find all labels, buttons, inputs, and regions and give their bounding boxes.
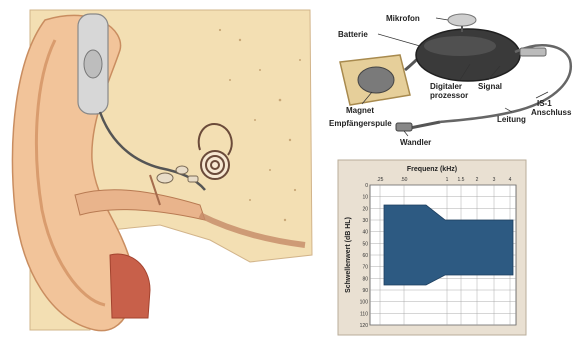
x-tick-label: 1 (446, 177, 449, 183)
label-is1: IS-1 (537, 99, 552, 108)
x-tick-label: 2 (476, 177, 479, 183)
y-tick-label: 60 (362, 253, 368, 259)
y-tick-label: 110 (360, 311, 368, 317)
magnet (358, 67, 394, 93)
label-signal: Signal (478, 82, 502, 91)
label-mikrofon: Mikrofon (386, 14, 420, 23)
implant-coil (84, 50, 102, 78)
transducer (396, 123, 412, 131)
label-magnet: Magnet (346, 106, 374, 115)
label-digitaler: Digitaler (430, 82, 462, 91)
transducer-lead (410, 122, 440, 128)
y-tick-label: 40 (362, 230, 368, 236)
label-leitung: Leitung (497, 115, 526, 124)
label-empfaengerspule: Empfängerspule (329, 119, 392, 128)
label-batterie: Batterie (338, 30, 368, 39)
y-tick-label: 10 (362, 195, 368, 201)
audiogram: Frequenz (kHz) .25 .50 1 1.5 2 3 4 0 10 20 30 40 50… (338, 160, 526, 335)
label-prozessor: prozessor (430, 91, 468, 100)
x-tick-label: .50 (401, 177, 408, 183)
x-tick-label: 1.5 (458, 177, 465, 183)
processor-highlight (424, 36, 496, 56)
label-wandler: Wandler (400, 138, 431, 147)
y-tick-label: 30 (362, 218, 368, 224)
y-tick-label: 70 (362, 265, 368, 271)
is1-connector (520, 48, 546, 56)
y-tick-label: 80 (362, 276, 368, 282)
x-tick-label: 4 (509, 177, 512, 183)
y-tick-label: 100 (360, 300, 369, 306)
y-tick-label: 120 (360, 323, 369, 329)
audiogram-title: Frequenz (kHz) (407, 166, 457, 173)
implant-device (340, 14, 571, 136)
microphone (448, 14, 476, 26)
x-tick-label: .25 (377, 177, 384, 183)
y-tick-label: 20 (362, 206, 368, 212)
concha-cartilage (110, 254, 150, 318)
y-tick-label: 90 (362, 288, 368, 294)
y-tick-label: 50 (362, 241, 368, 247)
x-tick-label: 3 (493, 177, 496, 183)
label-anschluss: Anschluss (531, 108, 572, 117)
ear-illustration (13, 10, 312, 331)
y-tick-label: 0 (365, 183, 368, 189)
audiogram-ylabel: Schwellenwert (dB HL) (345, 217, 352, 293)
